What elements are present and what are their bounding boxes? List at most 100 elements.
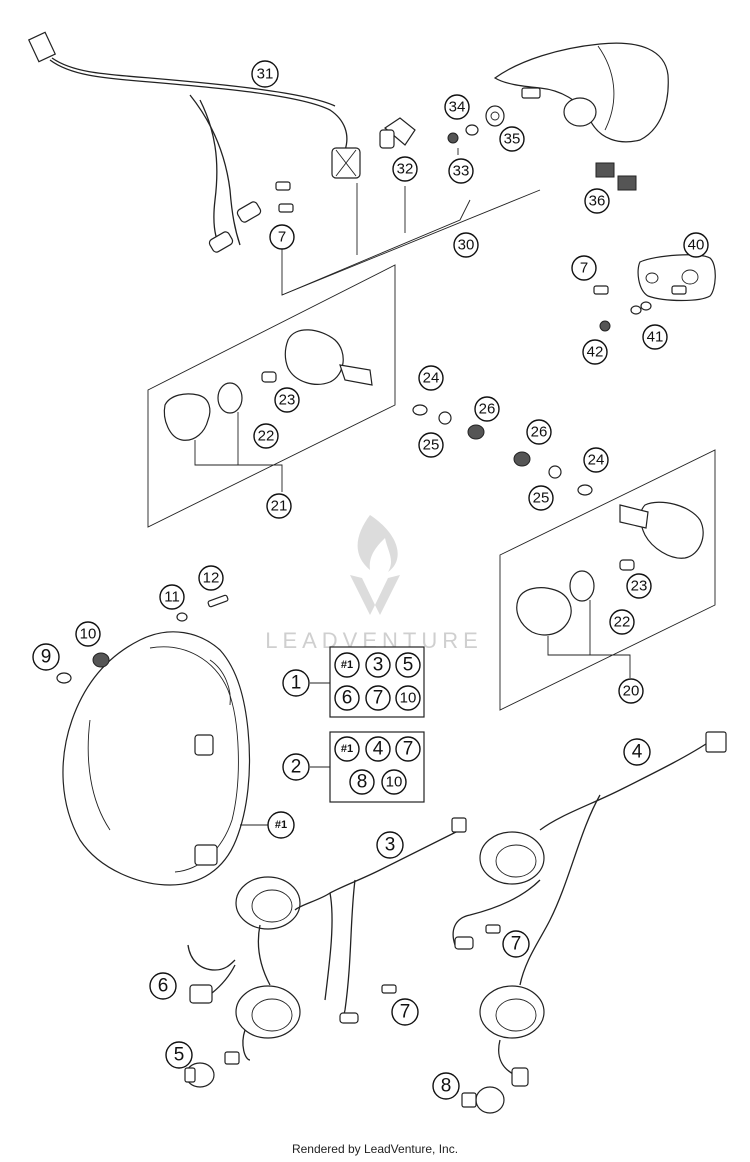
screw-12 (207, 594, 229, 608)
svg-text:26: 26 (531, 424, 548, 441)
washer-41a (630, 305, 642, 315)
callout-22b: 22 (609, 609, 635, 635)
svg-text:7: 7 (403, 739, 414, 760)
indicator-group-21 (147, 264, 396, 528)
spacer-9 (56, 672, 72, 684)
headlight-assembly (62, 631, 251, 886)
footer-credit: Rendered by LeadVenture, Inc. (291, 1142, 459, 1156)
svg-text:#1: #1 (341, 659, 353, 671)
callout-32: 32 (392, 156, 418, 182)
svg-text:40: 40 (688, 237, 705, 254)
svg-text:5: 5 (403, 655, 414, 676)
callout-4: 4 (623, 738, 651, 766)
callout-5: 5 (165, 1041, 193, 1069)
svg-text:7: 7 (278, 229, 286, 246)
svg-text:11: 11 (164, 589, 180, 606)
indicator-group-20 (499, 449, 716, 711)
svg-text:10: 10 (386, 774, 403, 791)
washer-11 (176, 612, 188, 622)
callout-22a: 22 (253, 423, 279, 449)
callout-20: 20 (618, 678, 644, 704)
callout-31: 31 (251, 60, 279, 88)
callout-9: 9 (32, 643, 60, 671)
socket-32 (379, 117, 416, 149)
washer-24a (412, 404, 428, 416)
svg-text:23: 23 (631, 578, 648, 595)
callout-2: 2 (282, 753, 310, 781)
ring-harness-3 (235, 817, 467, 1061)
svg-text:24: 24 (423, 370, 440, 387)
washer-41b (640, 301, 652, 311)
svg-text:3: 3 (385, 835, 396, 856)
callout-30: 30 (453, 232, 479, 258)
callout-8: 8 (432, 1072, 460, 1100)
callout-1: 1 (282, 669, 310, 697)
bulb-5 (184, 1051, 240, 1088)
callout-7d: 7 (502, 930, 530, 958)
kit2-item-7: 7 (395, 736, 421, 762)
callout-3: 3 (376, 831, 404, 859)
kit2-item-hash1: #1 (334, 736, 360, 762)
svg-text:6: 6 (342, 688, 353, 709)
callout-23a: 23 (274, 387, 300, 413)
svg-text:10: 10 (400, 690, 417, 707)
svg-text:32: 32 (397, 161, 414, 178)
nut-26a (467, 424, 485, 440)
callout-41: 41 (642, 324, 668, 350)
callout-12: 12 (198, 565, 224, 591)
svg-text:7: 7 (400, 1002, 411, 1023)
callout-10: 10 (75, 621, 101, 647)
lockwasher-25a (438, 411, 452, 425)
svg-text:10: 10 (80, 626, 97, 643)
svg-text:6: 6 (158, 976, 169, 997)
svg-text:25: 25 (533, 490, 550, 507)
svg-text:7: 7 (373, 688, 384, 709)
svg-text:20: 20 (623, 683, 640, 700)
svg-text:8: 8 (441, 1076, 452, 1097)
harness-bulbs (208, 181, 294, 253)
license-lamp-40 (637, 254, 716, 302)
callout-40: 40 (683, 232, 709, 258)
bulb-6 (187, 944, 236, 1004)
svg-text:21: 21 (271, 498, 288, 515)
svg-text:22: 22 (258, 428, 275, 445)
callout-35: 35 (499, 126, 525, 152)
kit2-item-4: 4 (365, 736, 391, 762)
svg-text:31: 31 (257, 66, 274, 83)
svg-text:9: 9 (41, 647, 52, 668)
watermark: LEADVENTURE (265, 515, 478, 653)
kit1-item-10: 10 (395, 685, 421, 711)
svg-text:4: 4 (632, 742, 643, 763)
svg-text:24: 24 (588, 452, 605, 469)
callout-7a: 7 (269, 224, 295, 250)
svg-text:26: 26 (479, 401, 496, 418)
bulb-8 (461, 1067, 529, 1114)
svg-text:35: 35 (504, 131, 521, 148)
svg-text:25: 25 (423, 437, 440, 454)
svg-text:2: 2 (291, 757, 302, 778)
ring-harness-4 (452, 731, 727, 1076)
callout-34: 34 (444, 94, 470, 120)
callout-25a: 25 (418, 432, 444, 458)
pad-36b (617, 175, 637, 191)
svg-text:41: 41 (647, 329, 664, 346)
kit2-item-10: 10 (381, 769, 407, 795)
callout-6: 6 (149, 972, 177, 1000)
callout-33: 33 (448, 158, 474, 184)
callout-26a: 26 (474, 396, 500, 422)
washer-34 (465, 124, 479, 136)
callout-36: 36 (584, 188, 610, 214)
svg-text:4: 4 (373, 739, 384, 760)
svg-text:23: 23 (279, 392, 296, 409)
lockwasher-25b (548, 465, 562, 479)
svg-text:3: 3 (373, 655, 384, 676)
bulb-7b (593, 285, 609, 295)
washer-24b (577, 484, 593, 496)
kit1-item-5: 5 (395, 652, 421, 678)
callout-7b: 7 (571, 255, 597, 281)
svg-text:36: 36 (589, 193, 606, 210)
callout-21: 21 (266, 493, 292, 519)
svg-text:#1: #1 (341, 743, 353, 755)
wiring-harness-31 (27, 31, 361, 251)
